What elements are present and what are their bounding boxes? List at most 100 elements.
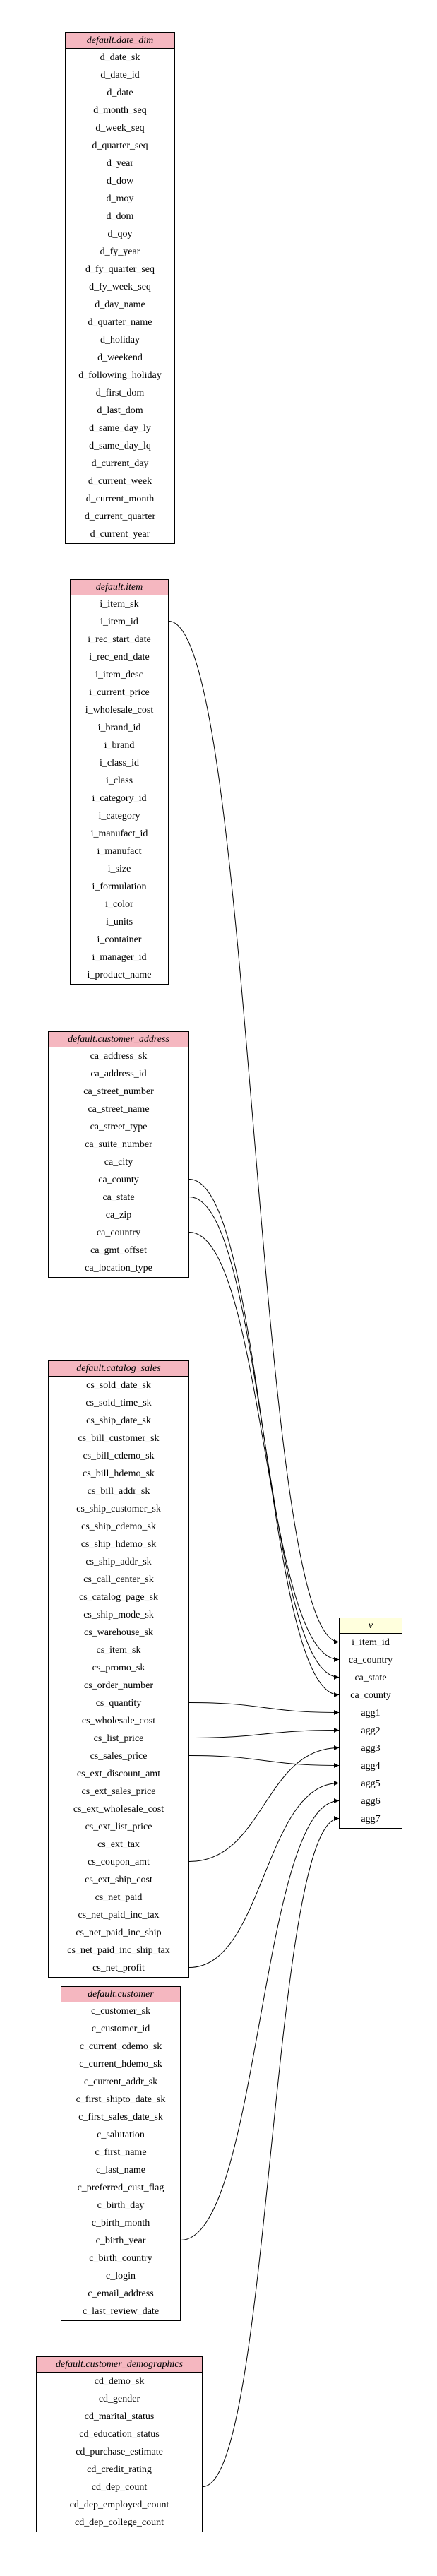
column-cs-net-paid-inc-ship[interactable]: cs_net_paid_inc_ship <box>76 1928 162 1938</box>
column-c-last-review-date[interactable]: c_last_review_date <box>82 2306 160 2317</box>
column-ca-country[interactable]: ca_country <box>96 1228 141 1238</box>
column-i-manager-id[interactable]: i_manager_id <box>92 952 147 963</box>
column-i-item-id[interactable]: i_item_id <box>100 617 138 627</box>
column-i-class[interactable]: i_class <box>105 776 133 786</box>
column-cs-ext-discount-amt[interactable]: cs_ext_discount_amt <box>76 1769 161 1779</box>
column-d-weekend[interactable]: d_weekend <box>97 352 143 363</box>
column-d-date-id[interactable]: d_date_id <box>100 70 140 81</box>
column-ca-country[interactable]: ca_country <box>348 1655 393 1666</box>
column-cs-net-profit[interactable]: cs_net_profit <box>92 1963 145 1973</box>
column-i-category[interactable]: i_category <box>98 811 140 821</box>
column-i-units[interactable]: i_units <box>105 917 133 927</box>
column-agg1[interactable]: agg1 <box>361 1708 381 1719</box>
column-ca-location-type[interactable]: ca_location_type <box>85 1263 152 1274</box>
column-cs-bill-addr-sk[interactable]: cs_bill_addr_sk <box>87 1486 150 1497</box>
column-cs-call-center-sk[interactable]: cs_call_center_sk <box>83 1574 154 1585</box>
column-d-current-month[interactable]: d_current_month <box>85 494 155 504</box>
column-d-current-year[interactable]: d_current_year <box>90 529 150 540</box>
column-ca-address-id[interactable]: ca_address_id <box>90 1069 147 1079</box>
column-d-date-sk[interactable]: d_date_sk <box>100 52 140 63</box>
column-cs-net-paid-inc-ship-tax[interactable]: cs_net_paid_inc_ship_tax <box>67 1945 170 1956</box>
column-ca-street-type[interactable]: ca_street_type <box>90 1122 148 1132</box>
column-d-holiday[interactable]: d_holiday <box>100 335 140 345</box>
column-cs-ext-list-price[interactable]: cs_ext_list_price <box>85 1822 152 1832</box>
column-ca-street-name[interactable]: ca_street_name <box>88 1104 150 1115</box>
column-c-current-cdemo-sk[interactable]: c_current_cdemo_sk <box>79 2041 162 2052</box>
column-c-salutation[interactable]: c_salutation <box>97 2130 145 2140</box>
column-cs-ext-tax[interactable]: cs_ext_tax <box>97 1839 140 1850</box>
column-d-fy-quarter-seq[interactable]: d_fy_quarter_seq <box>85 264 155 275</box>
column-d-day-name[interactable]: d_day_name <box>95 299 145 310</box>
column-cs-sales-price[interactable]: cs_sales_price <box>90 1751 148 1762</box>
column-d-last-dom[interactable]: d_last_dom <box>97 405 143 416</box>
column-agg5[interactable]: agg5 <box>361 1779 381 1789</box>
column-c-customer-id[interactable]: c_customer_id <box>91 2024 150 2034</box>
column-cd-dep-college-count[interactable]: cd_dep_college_count <box>75 2517 164 2528</box>
column-d-dow[interactable]: d_dow <box>106 176 134 186</box>
column-c-customer-sk[interactable]: c_customer_sk <box>91 2006 150 2017</box>
column-d-week-seq[interactable]: d_week_seq <box>95 123 145 133</box>
column-i-container[interactable]: i_container <box>97 934 142 945</box>
column-ca-city[interactable]: ca_city <box>104 1157 133 1168</box>
column-agg3[interactable]: agg3 <box>361 1743 381 1754</box>
column-c-current-hdemo-sk[interactable]: c_current_hdemo_sk <box>79 2059 162 2070</box>
column-cd-credit-rating[interactable]: cd_credit_rating <box>87 2464 152 2475</box>
column-cs-catalog-page-sk[interactable]: cs_catalog_page_sk <box>79 1592 158 1603</box>
column-c-last-name[interactable]: c_last_name <box>96 2165 145 2176</box>
column-cs-ext-wholesale-cost[interactable]: cs_ext_wholesale_cost <box>73 1804 164 1815</box>
column-agg7[interactable]: agg7 <box>361 1814 381 1824</box>
column-ca-suite-number[interactable]: ca_suite_number <box>85 1139 152 1150</box>
column-i-product-name[interactable]: i_product_name <box>87 970 152 980</box>
column-d-qoy[interactable]: d_qoy <box>107 229 133 239</box>
column-cs-sold-date-sk[interactable]: cs_sold_date_sk <box>86 1380 151 1391</box>
column-cs-list-price[interactable]: cs_list_price <box>93 1733 144 1744</box>
column-c-birth-day[interactable]: c_birth_day <box>97 2200 145 2211</box>
column-cs-order-number[interactable]: cs_order_number <box>84 1680 153 1691</box>
column-i-size[interactable]: i_size <box>107 864 131 874</box>
column-i-category-id[interactable]: i_category_id <box>92 793 147 804</box>
column-d-fy-year[interactable]: d_fy_year <box>100 247 140 257</box>
column-agg6[interactable]: agg6 <box>361 1796 381 1807</box>
column-i-class-id[interactable]: i_class_id <box>100 758 139 768</box>
column-c-first-shipto-date-sk[interactable]: c_first_shipto_date_sk <box>76 2094 166 2105</box>
column-d-current-week[interactable]: d_current_week <box>88 476 152 487</box>
column-d-first-dom[interactable]: d_first_dom <box>95 388 145 398</box>
column-d-current-quarter[interactable]: d_current_quarter <box>84 511 156 522</box>
column-cd-marital-status[interactable]: cd_marital_status <box>84 2411 155 2422</box>
column-i-item-id[interactable]: i_item_id <box>352 1637 390 1648</box>
column-cs-warehouse-sk[interactable]: cs_warehouse_sk <box>84 1627 153 1638</box>
column-i-formulation[interactable]: i_formulation <box>92 882 147 892</box>
column-i-brand[interactable]: i_brand <box>104 740 135 751</box>
column-cd-gender[interactable]: cd_gender <box>98 2394 140 2404</box>
column-d-dom[interactable]: d_dom <box>106 211 134 222</box>
column-ca-state[interactable]: ca_state <box>354 1673 387 1683</box>
column-cs-ship-customer-sk[interactable]: cs_ship_customer_sk <box>76 1504 161 1514</box>
column-d-quarter-name[interactable]: d_quarter_name <box>88 317 152 328</box>
column-cd-purchase-estimate[interactable]: cd_purchase_estimate <box>76 2447 163 2457</box>
column-cd-demo-sk[interactable]: cd_demo_sk <box>94 2376 145 2387</box>
column-d-same-day-ly[interactable]: d_same_day_ly <box>89 423 151 434</box>
column-cs-wholesale-cost[interactable]: cs_wholesale_cost <box>81 1716 156 1726</box>
column-c-first-sales-date-sk[interactable]: c_first_sales_date_sk <box>78 2112 163 2123</box>
column-ca-state[interactable]: ca_state <box>102 1192 135 1203</box>
column-cs-item-sk[interactable]: cs_item_sk <box>96 1645 141 1656</box>
column-cs-bill-hdemo-sk[interactable]: cs_bill_hdemo_sk <box>83 1468 155 1479</box>
column-cs-quantity[interactable]: cs_quantity <box>95 1698 142 1709</box>
column-cd-education-status[interactable]: cd_education_status <box>79 2429 160 2440</box>
column-ca-zip[interactable]: ca_zip <box>105 1210 132 1221</box>
column-c-birth-country[interactable]: c_birth_country <box>89 2253 152 2264</box>
column-d-month-seq[interactable]: d_month_seq <box>93 105 147 116</box>
column-c-email-address[interactable]: c_email_address <box>88 2289 154 2299</box>
column-cs-ship-date-sk[interactable]: cs_ship_date_sk <box>86 1415 151 1426</box>
column-cs-promo-sk[interactable]: cs_promo_sk <box>92 1663 145 1673</box>
column-cs-bill-cdemo-sk[interactable]: cs_bill_cdemo_sk <box>83 1451 155 1461</box>
column-cs-net-paid[interactable]: cs_net_paid <box>95 1892 143 1903</box>
column-cs-net-paid-inc-tax[interactable]: cs_net_paid_inc_tax <box>78 1910 160 1921</box>
column-cs-ship-mode-sk[interactable]: cs_ship_mode_sk <box>83 1610 154 1620</box>
column-i-manufact-id[interactable]: i_manufact_id <box>90 829 148 839</box>
